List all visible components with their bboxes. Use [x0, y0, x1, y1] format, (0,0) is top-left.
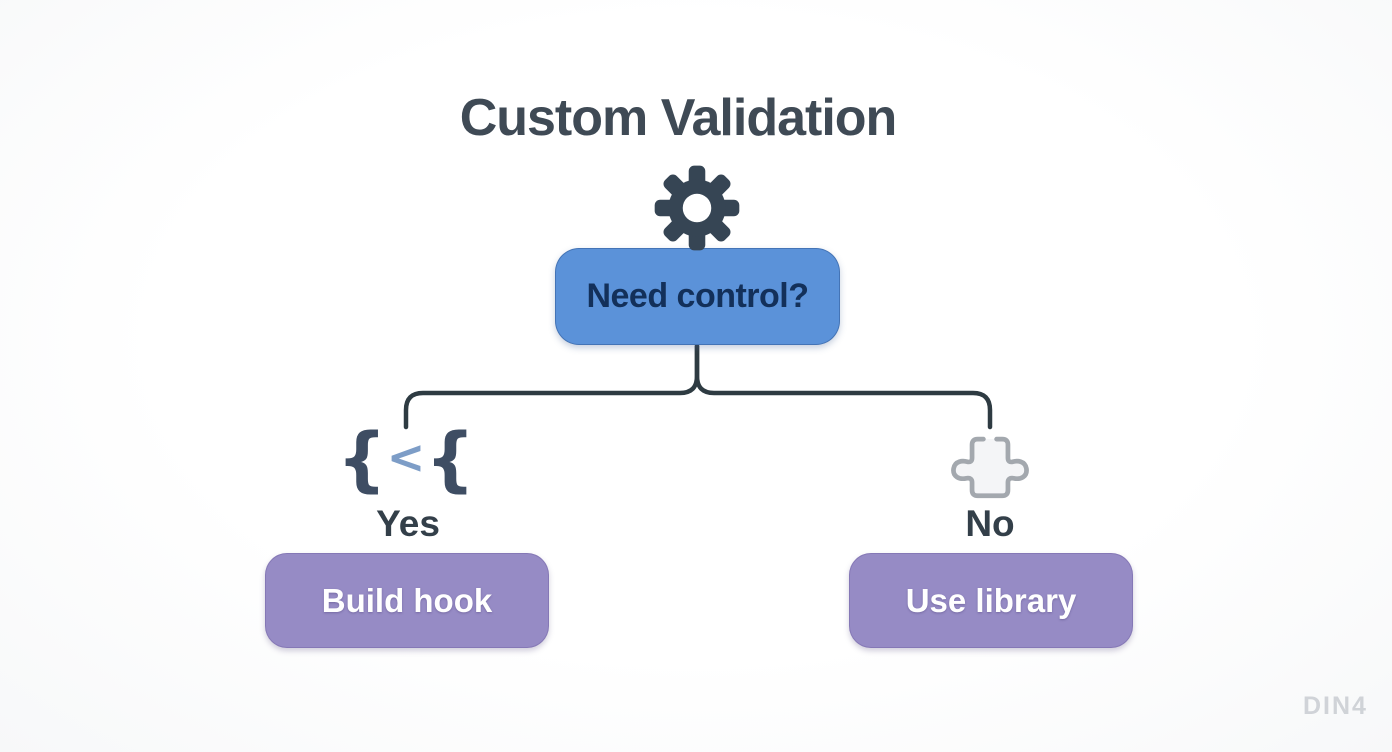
branch-label-no: No — [965, 503, 1015, 544]
result-node-build-hook: Build hook — [265, 553, 549, 648]
code-braces-icon: { < { — [337, 416, 475, 502]
puzzle-icon — [940, 424, 1040, 509]
branch-label-yes: Yes — [376, 503, 440, 544]
decision-node: Need control? — [555, 248, 840, 345]
diagram-title: Custom Validation — [459, 89, 898, 147]
decision-label: Need control? — [586, 277, 809, 315]
right-brace-glyph: { — [425, 418, 476, 500]
chevron-left-glyph: < — [386, 430, 426, 484]
connector-line-yes — [403, 343, 700, 430]
left-brace-glyph: { — [336, 418, 387, 500]
connector-line-no — [694, 343, 993, 430]
result-node-use-library: Use library — [849, 553, 1133, 648]
gear-icon — [651, 162, 743, 254]
result-label-use-library: Use library — [905, 581, 1077, 619]
result-label-build-hook: Build hook — [321, 581, 493, 619]
watermark: DIN4 — [1303, 692, 1368, 720]
